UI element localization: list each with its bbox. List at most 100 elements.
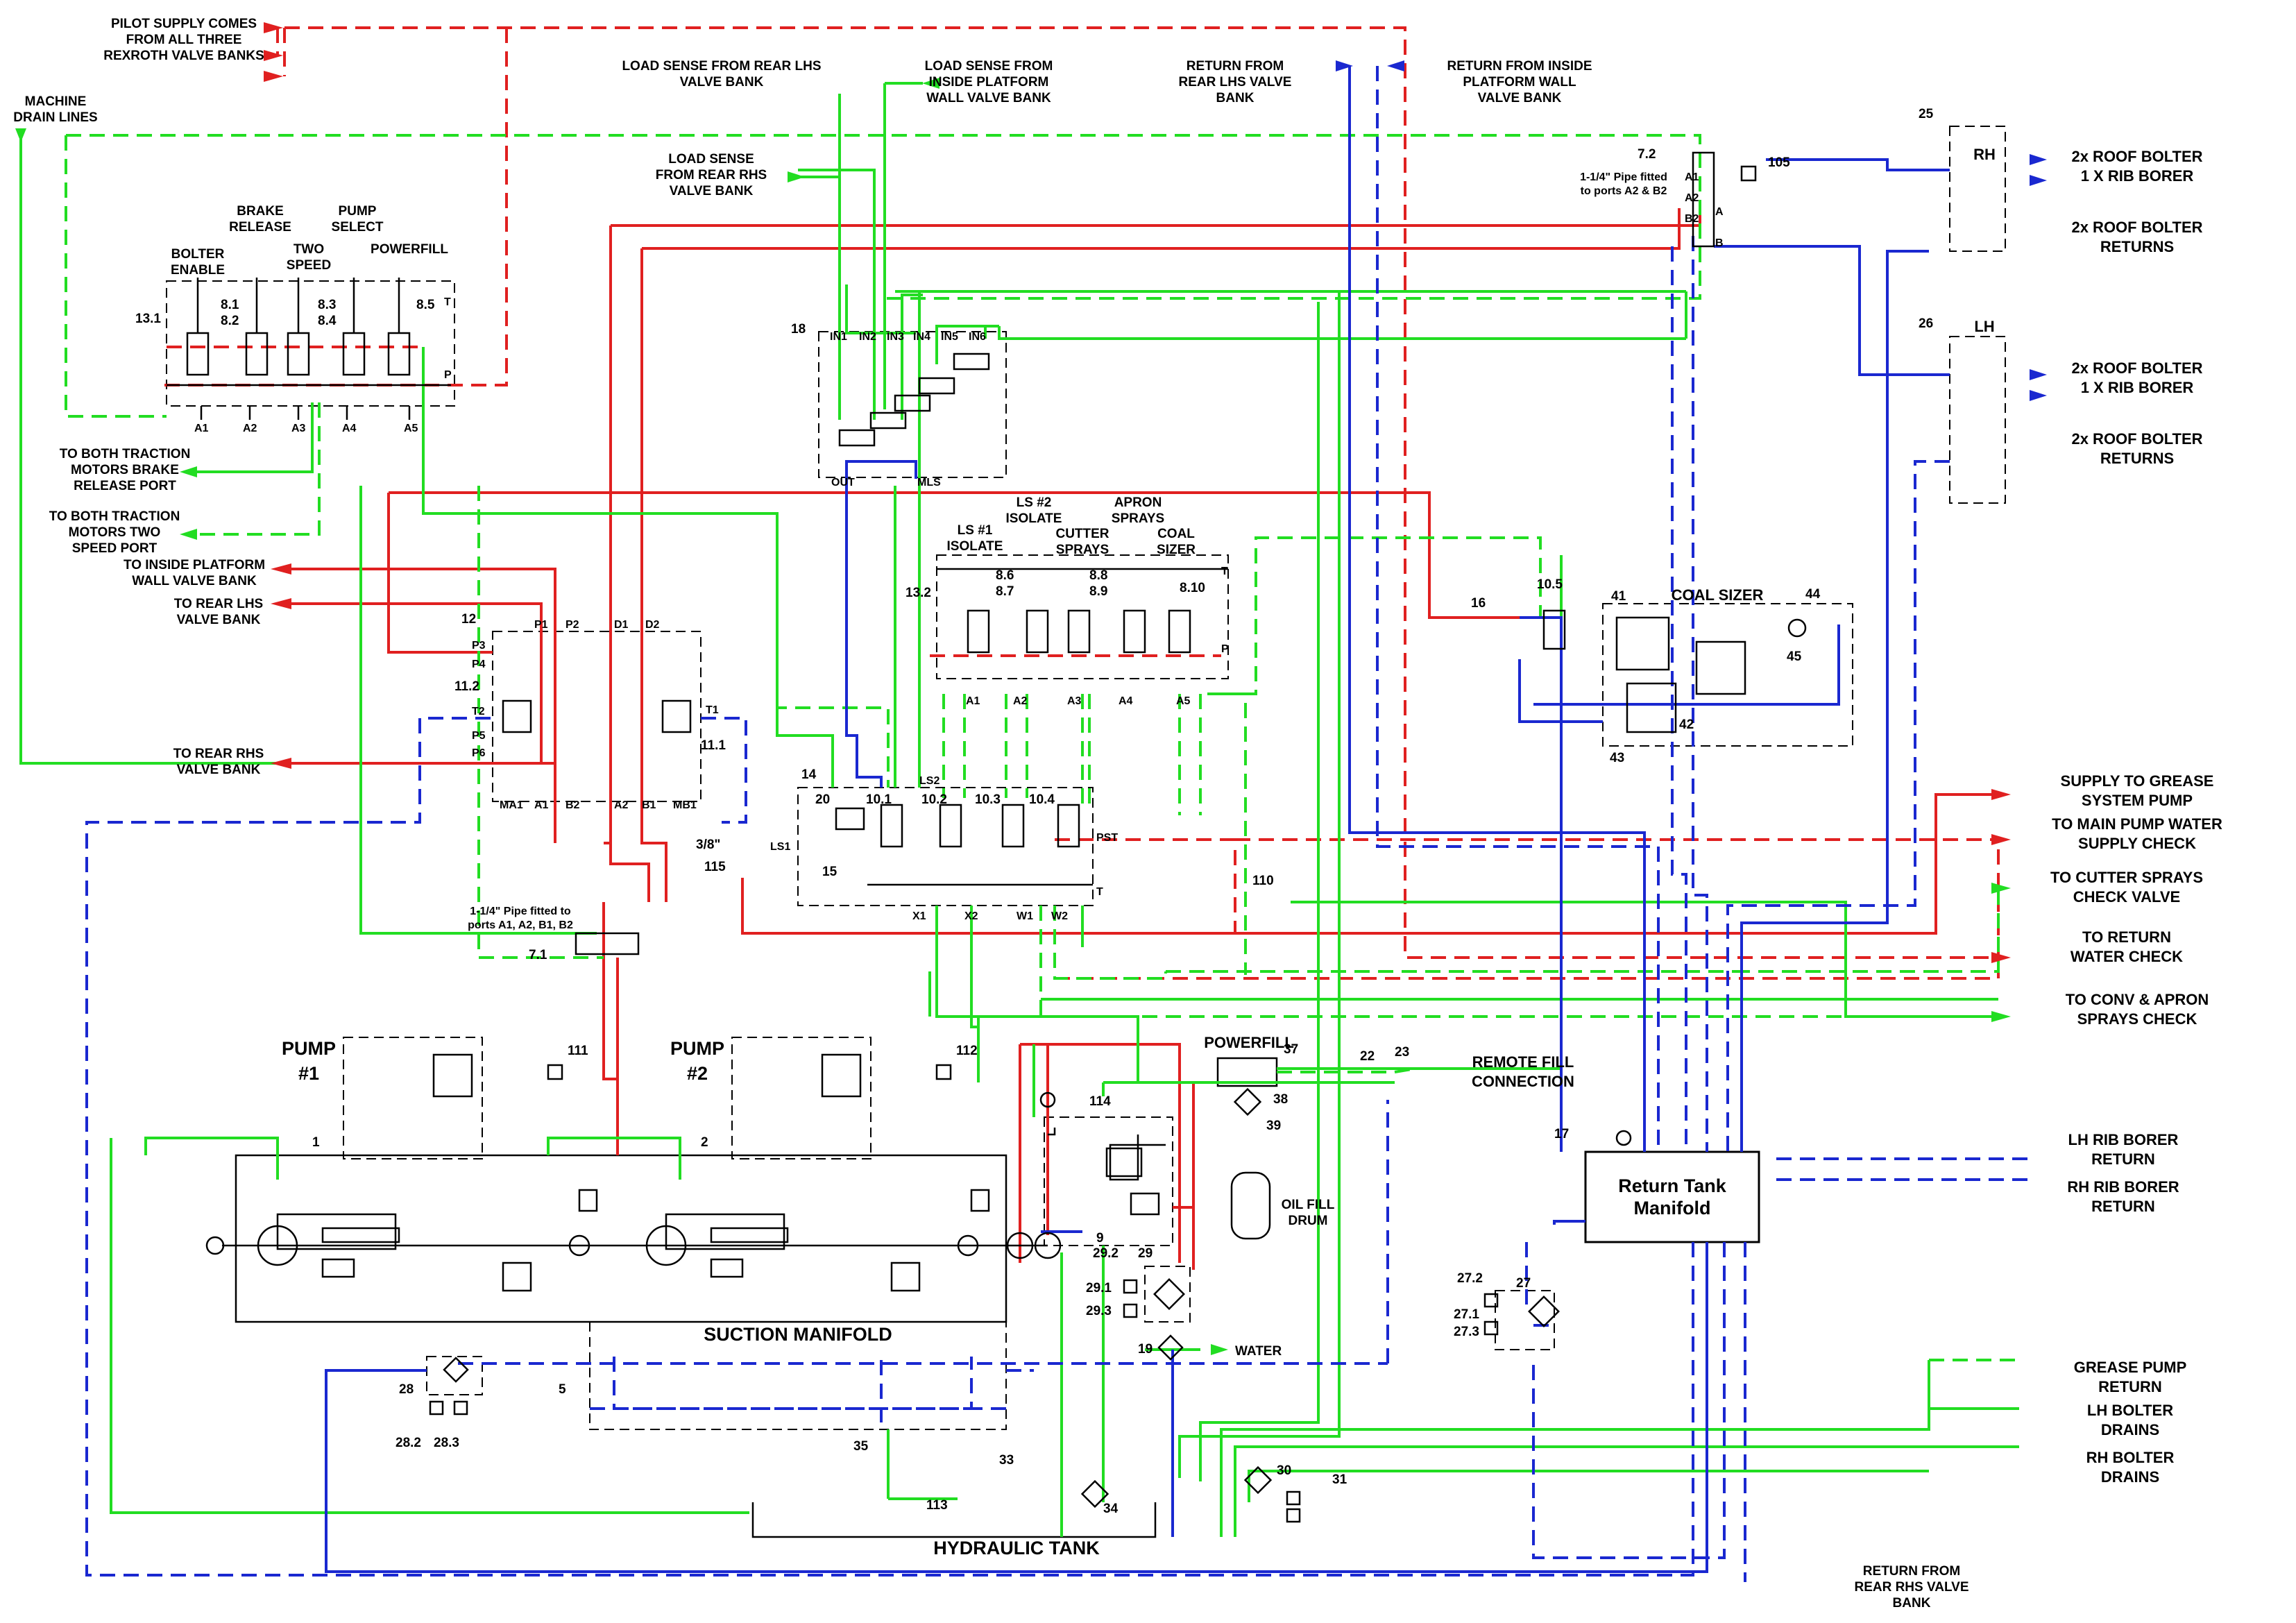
coal-sizer-detail xyxy=(1542,609,1807,733)
valve-12-frame xyxy=(492,631,701,802)
svg-text:A1: A1 xyxy=(966,695,980,707)
label-water: WATER xyxy=(1235,1344,1282,1359)
filter-27-frame xyxy=(1495,1290,1555,1350)
svg-text:A: A xyxy=(1715,206,1724,218)
coal-sizer-frame xyxy=(1602,603,1853,747)
svg-text:P3: P3 xyxy=(472,640,486,652)
label-coal-sizer: COAL SIZER xyxy=(1672,586,1764,604)
svg-text:8.1: 8.1 xyxy=(221,298,239,312)
svg-text:A1: A1 xyxy=(1685,171,1699,183)
valve-bank-13-1 xyxy=(167,278,451,420)
svg-text:28.3: 28.3 xyxy=(434,1436,459,1450)
label-lh: LH xyxy=(1974,318,1994,335)
label-hydraulic-tank: HYDRAULIC TANK xyxy=(933,1538,1100,1558)
svg-text:45: 45 xyxy=(1787,649,1802,664)
svg-text:B2: B2 xyxy=(566,799,580,811)
svg-text:34: 34 xyxy=(1103,1502,1119,1516)
svg-text:IN2: IN2 xyxy=(859,331,876,343)
svg-text:8.6: 8.6 xyxy=(996,568,1014,583)
svg-text:8.5: 8.5 xyxy=(416,298,435,312)
svg-text:B2: B2 xyxy=(1685,213,1699,225)
svg-text:P5: P5 xyxy=(472,730,486,742)
svg-text:114: 114 xyxy=(1089,1094,1111,1109)
svg-text:W2: W2 xyxy=(1051,910,1068,922)
svg-text:111: 111 xyxy=(568,1044,588,1058)
return-lines xyxy=(85,66,2030,1582)
svg-text:28.2: 28.2 xyxy=(396,1436,421,1450)
svg-text:LS1: LS1 xyxy=(770,841,790,853)
svg-text:8.3: 8.3 xyxy=(318,298,336,312)
svg-text:T2: T2 xyxy=(472,706,485,717)
svg-text:2: 2 xyxy=(701,1135,708,1150)
label-suction-manifold: SUCTION MANIFOLD xyxy=(704,1324,892,1345)
valve-7-2 xyxy=(1692,151,1715,248)
label-powerfill-unit: POWERFILL xyxy=(1204,1034,1294,1051)
svg-text:IN5: IN5 xyxy=(941,331,958,343)
svg-text:10.1: 10.1 xyxy=(866,792,892,807)
svg-text:7.1: 7.1 xyxy=(529,948,547,962)
svg-text:115: 115 xyxy=(704,860,726,874)
svg-text:MB1: MB1 xyxy=(673,799,697,811)
filter-28-frame xyxy=(426,1356,483,1395)
block-14-frame xyxy=(797,787,1094,906)
return-tank-manifold-box xyxy=(1584,1150,1760,1243)
pilot-supply-lines xyxy=(163,26,2000,980)
svg-text:D2: D2 xyxy=(645,619,660,631)
arrowheads xyxy=(264,22,2011,963)
svg-text:20: 20 xyxy=(815,792,830,807)
svg-text:8.8: 8.8 xyxy=(1089,568,1107,583)
svg-text:8.7: 8.7 xyxy=(996,584,1014,599)
svg-text:37: 37 xyxy=(1284,1042,1298,1057)
svg-text:T1: T1 xyxy=(706,704,719,716)
oil-fill-drum-shape xyxy=(1230,1171,1271,1240)
valve-bank-13-2-frame xyxy=(936,554,1229,679)
svg-text:P1: P1 xyxy=(534,619,548,631)
svg-text:10.2: 10.2 xyxy=(921,792,947,807)
svg-text:13.1: 13.1 xyxy=(135,312,161,326)
arrowheads-blue xyxy=(1336,60,2047,401)
svg-text:43: 43 xyxy=(1610,751,1624,765)
svg-text:IN3: IN3 xyxy=(887,331,904,343)
rh-manifold-25 xyxy=(1949,126,2006,252)
svg-text:P: P xyxy=(1221,643,1229,655)
svg-text:42: 42 xyxy=(1679,717,1694,732)
svg-text:MA1: MA1 xyxy=(500,799,523,811)
svg-text:A2: A2 xyxy=(243,423,257,434)
suction-manifold-frame xyxy=(589,1321,1007,1430)
svg-text:OUT: OUT xyxy=(831,477,855,488)
svg-text:5: 5 xyxy=(559,1382,566,1397)
svg-text:41: 41 xyxy=(1611,589,1626,604)
svg-text:29.1: 29.1 xyxy=(1086,1281,1112,1295)
svg-text:38: 38 xyxy=(1273,1092,1288,1107)
pump2-control-frame xyxy=(731,1037,871,1159)
svg-text:A3: A3 xyxy=(1067,695,1082,707)
svg-text:13.2: 13.2 xyxy=(905,586,931,600)
svg-text:B1: B1 xyxy=(642,799,656,811)
svg-text:T: T xyxy=(444,296,451,308)
svg-text:12: 12 xyxy=(461,612,476,627)
svg-text:10.5: 10.5 xyxy=(1537,577,1563,592)
arrowheads-green xyxy=(15,78,2011,1355)
svg-text:19: 19 xyxy=(1138,1342,1153,1357)
svg-text:17: 17 xyxy=(1554,1127,1569,1141)
svg-text:11.1: 11.1 xyxy=(701,738,726,753)
svg-text:18: 18 xyxy=(791,322,806,337)
